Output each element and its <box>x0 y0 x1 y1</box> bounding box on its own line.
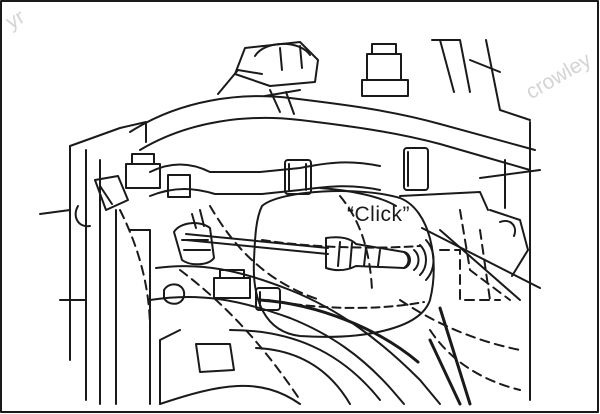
left-frame <box>39 121 151 405</box>
callout-pointer <box>421 227 541 301</box>
hidden-lines <box>119 195 521 401</box>
lower-clamps <box>159 269 281 405</box>
sound-wave-icon <box>413 239 435 281</box>
top-bracket <box>217 41 319 95</box>
click-callout-label: “Click” <box>347 203 410 226</box>
lower-hoses <box>149 265 441 405</box>
left-connector <box>74 153 191 228</box>
top-right-bolts <box>361 39 531 121</box>
right-bracket <box>399 121 541 401</box>
middle-hose <box>149 147 429 197</box>
relay-connector <box>173 209 215 266</box>
heavy-lines <box>258 298 472 406</box>
screwdriver-icon <box>185 233 411 272</box>
upper-hose <box>129 89 536 171</box>
